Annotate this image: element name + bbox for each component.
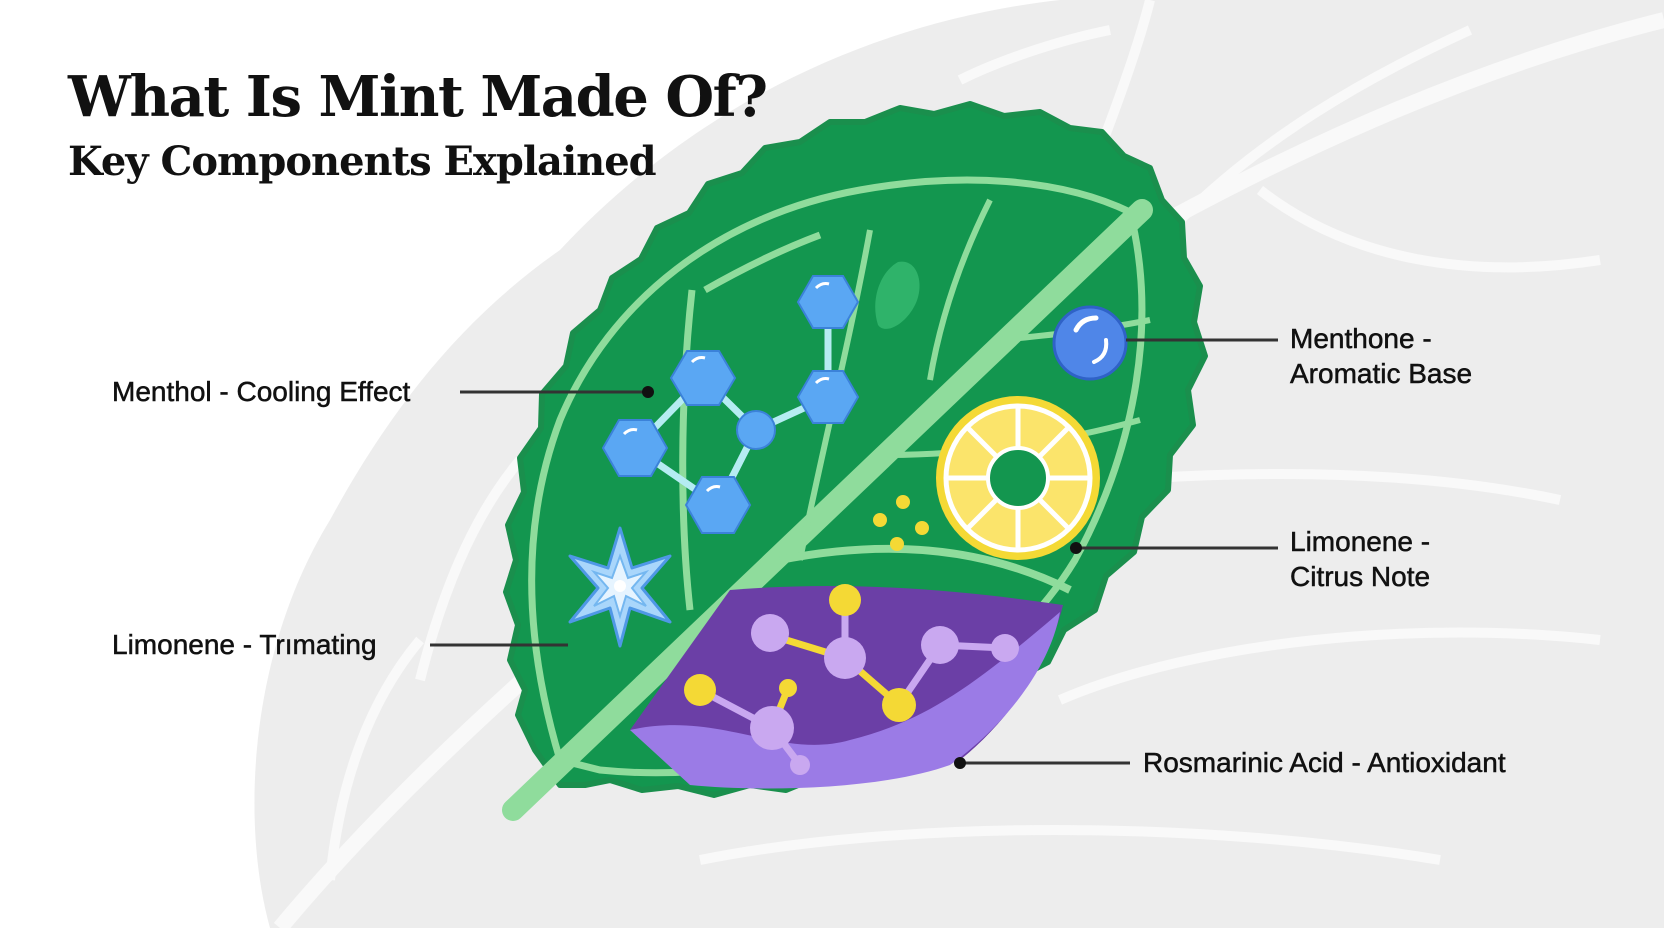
label-rosmarinic: Rosmarinic Acid - Antioxidant — [1143, 745, 1506, 780]
rosmarinic-molecule — [684, 584, 1019, 775]
label-limonene-right-line1: Limonene - — [1290, 526, 1431, 558]
page-title: What Is Mint Made Of? — [68, 64, 768, 130]
label-limonene-right-line2: Citrus Note — [1290, 561, 1431, 593]
label-limonene-right: Limonene - Citrus Note — [1290, 524, 1431, 594]
citrus-slice-icon — [873, 396, 1100, 560]
menthol-molecule — [601, 275, 860, 534]
label-limonene-left-text: Limonene - Trımating — [112, 629, 377, 661]
menthone-drop-icon — [1052, 305, 1128, 381]
label-menthol-text: Menthol - Cooling Effect — [112, 376, 411, 408]
label-limonene-left: Limonene - Trımating — [112, 627, 377, 662]
label-menthone: Menthone - Aromatic Base — [1290, 321, 1473, 391]
label-rosmarinic-text: Rosmarinic Acid - Antioxidant — [1143, 747, 1506, 779]
leader-lines — [430, 338, 1278, 765]
label-menthone-line2: Aromatic Base — [1290, 358, 1473, 390]
label-menthone-line1: Menthone - — [1290, 323, 1432, 355]
label-menthol: Menthol - Cooling Effect — [112, 374, 411, 409]
leader-dots — [642, 386, 1082, 769]
leaf-sprout-icon — [875, 261, 920, 329]
page-subtitle: Key Components Explained — [68, 138, 657, 185]
ice-crystal-icon — [568, 526, 672, 648]
